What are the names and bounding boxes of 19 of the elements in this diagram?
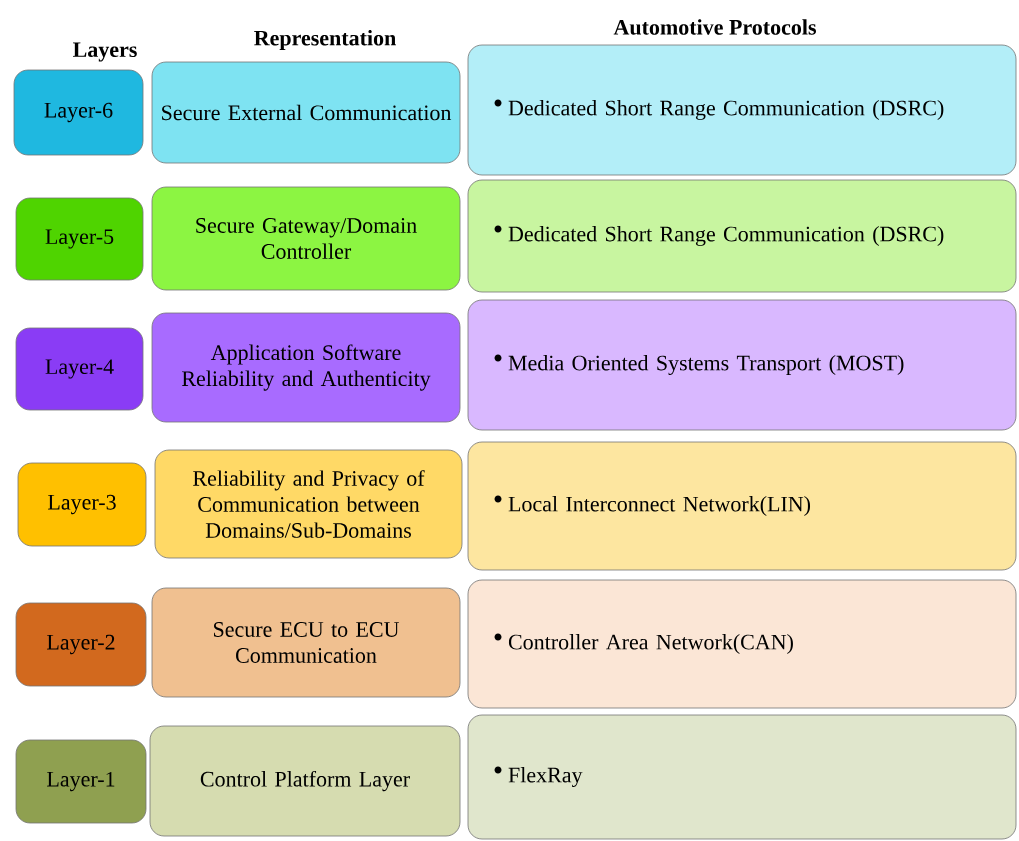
layer-box: Layer-4 (15, 327, 144, 411)
layer-box: Layer-3 (17, 462, 147, 547)
representation-box: Control Platform Layer (149, 725, 461, 837)
layer-box: Layer-5 (15, 197, 144, 281)
protocol-box: Controller Area Network(CAN) (467, 579, 1017, 709)
protocol-box: Dedicated Short Range Communication (DSRC) (467, 44, 1017, 176)
representation-box: Reliability and Privacy of Communication between Domains/Sub-Domains (154, 449, 463, 559)
layer-box: Layer-6 (13, 69, 144, 156)
column-heading: Layers (73, 42, 137, 62)
representation-box: Secure External Communication (151, 61, 461, 164)
protocol-box: Media Oriented Systems Transport (MOST) (467, 299, 1017, 431)
layer-box: Layer-2 (15, 602, 147, 687)
protocol-box: Dedicated Short Range Communication (DSRC) (467, 179, 1017, 293)
representation-box: Application Software Reliability and Authenticity (151, 312, 461, 423)
protocol-box: Local Interconnect Network(LIN) (467, 441, 1017, 571)
representation-box: Secure Gateway/Domain Controller (151, 186, 461, 291)
representation-box: Secure ECU to ECU Communication (151, 587, 461, 698)
layer-box: Layer-1 (15, 739, 147, 824)
protocol-box: FlexRay (467, 714, 1017, 840)
